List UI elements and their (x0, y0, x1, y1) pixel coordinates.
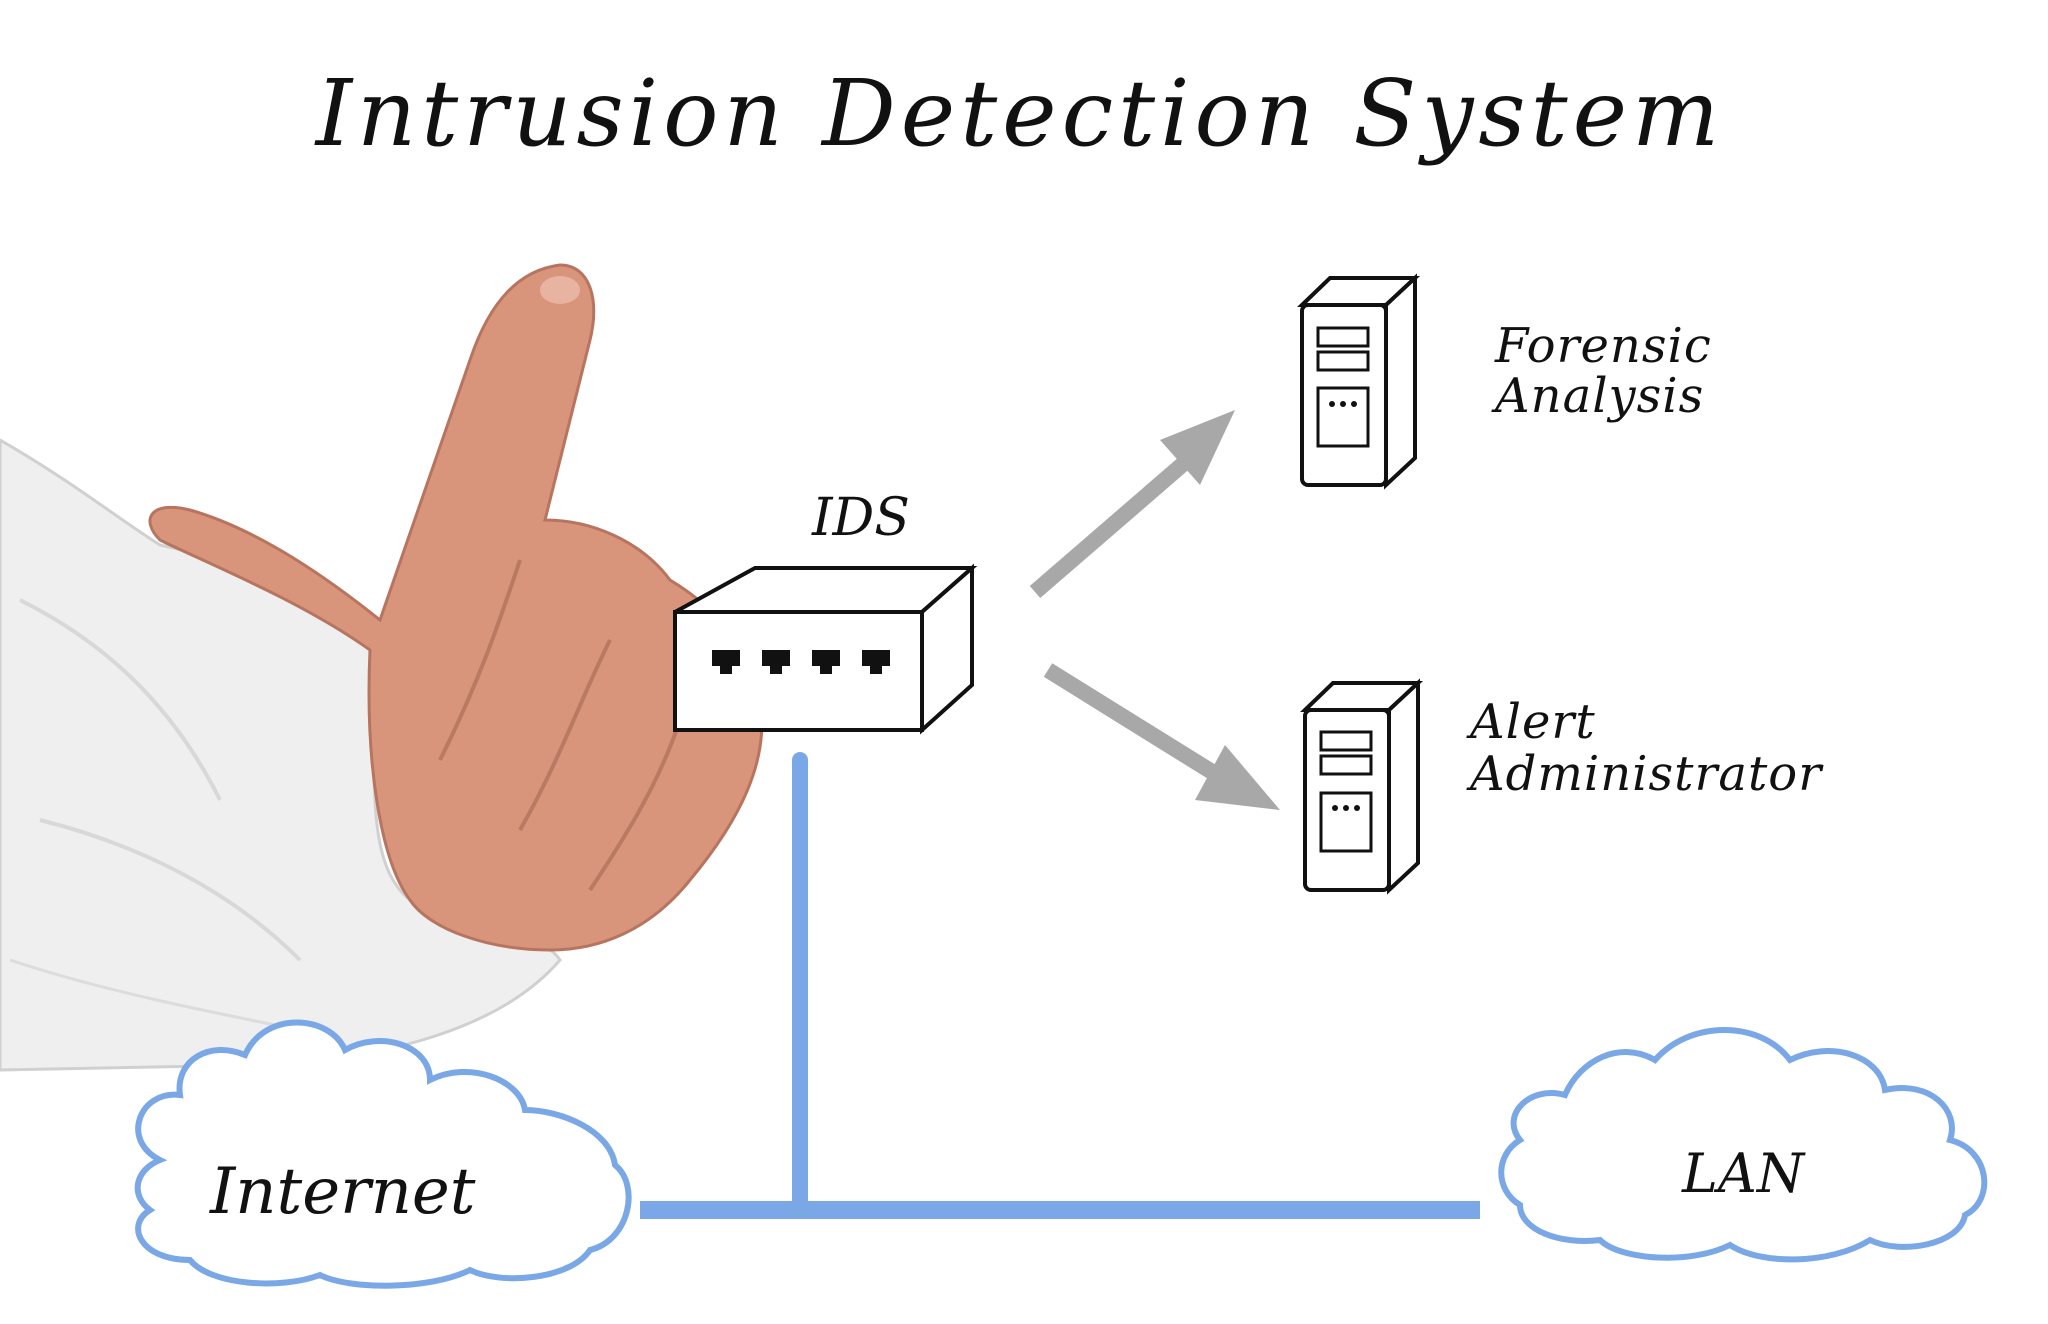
forensic-label-line2: Analysis (1491, 368, 1704, 424)
internet-cloud-icon (134, 1019, 632, 1289)
internet-label: Internet (209, 1155, 476, 1229)
ids-device (673, 563, 978, 735)
network-lines (640, 752, 1480, 1219)
arrows (1029, 410, 1280, 810)
hand-illustration (0, 263, 764, 1072)
arrow-to-alert (1043, 663, 1280, 810)
ids-label: IDS (811, 488, 910, 548)
diagram-title: Intrusion Detection System (314, 60, 1725, 167)
lan-label: LAN (1681, 1142, 1806, 1205)
forensic-label-line1: Forensic (1494, 318, 1712, 374)
alert-server-icon (1300, 678, 1424, 895)
alert-label-line2: Administrator (1466, 746, 1824, 802)
ids-port-icons (712, 650, 890, 674)
arrow-to-forensic (1029, 410, 1235, 599)
lan-cloud-icon (1498, 1027, 1988, 1263)
forensic-server-icon (1297, 273, 1421, 490)
alert-label-line1: Alert (1466, 694, 1596, 750)
hand (148, 263, 764, 952)
